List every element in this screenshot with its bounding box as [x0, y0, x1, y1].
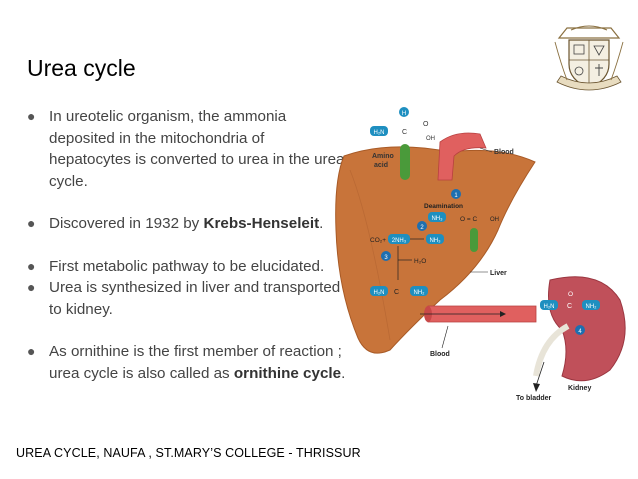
bullet-text: .	[341, 364, 346, 382]
bullet-text: First metabolic pathway to be elucidated…	[49, 257, 325, 275]
blood-vessel-top	[437, 132, 487, 181]
svg-text:2: 2	[420, 225, 424, 231]
svg-text:H: H	[402, 111, 406, 117]
bullet-dot-icon: ●	[27, 279, 36, 295]
svg-text:H₂N: H₂N	[544, 304, 555, 310]
footer-text: UREA CYCLE, NAUFA , ST.MARY’S COLLEGE - …	[16, 446, 361, 460]
bullet-text: Discovered in 1932 by	[49, 215, 204, 232]
liver-shape	[335, 146, 536, 354]
college-crest-logo	[554, 25, 624, 91]
bullet-text: Urea is synthesized in liver and transpo…	[49, 279, 341, 318]
urea-cycle-diagram: H H₂N C O OH Amino acid Blood 1 Deaminat…	[335, 107, 626, 402]
bullet-dot-icon: ●	[27, 215, 36, 231]
bullet-bold-text: Krebs-Henseleit	[203, 215, 320, 232]
svg-text:O = C: O = C	[460, 216, 477, 223]
svg-text:H₂N: H₂N	[374, 130, 385, 136]
bullet-item: ● First metabolic pathway to be elucidate…	[27, 256, 347, 278]
svg-text:H₂N: H₂N	[374, 290, 385, 296]
bullet-item: ● In ureotelic organism, the ammonia depo…	[27, 106, 347, 192]
svg-text:Liver: Liver	[490, 270, 507, 277]
bullet-text: .	[319, 215, 324, 232]
svg-text:C: C	[394, 289, 399, 296]
bullet-item: ● Discovered in 1932 by Krebs-Henseleit.	[27, 213, 347, 235]
amino-acid-capsule-small	[470, 228, 478, 252]
bullet-text: In ureotelic organism, the ammonia depos…	[49, 108, 345, 190]
svg-text:C: C	[402, 129, 407, 136]
svg-text:Blood: Blood	[430, 351, 450, 358]
bullet-dot-icon: ●	[27, 108, 36, 124]
svg-text:NH₃: NH₃	[431, 216, 443, 222]
svg-text:CO₂+: CO₂+	[370, 237, 386, 244]
svg-text:Blood: Blood	[494, 149, 514, 156]
svg-text:O: O	[423, 121, 429, 128]
svg-text:OH: OH	[426, 136, 435, 142]
svg-text:OH: OH	[490, 217, 499, 223]
svg-text:NH₂: NH₂	[414, 290, 426, 296]
slide-title: Urea cycle	[27, 55, 136, 81]
svg-text:NH₂: NH₂	[586, 304, 598, 310]
svg-text:Kidney: Kidney	[568, 385, 591, 392]
bullet-bold-text: ornithine cycle	[233, 364, 342, 382]
svg-text:Deamination: Deamination	[424, 203, 463, 210]
svg-text:3: 3	[384, 255, 388, 261]
bullet-dot-icon: ●	[27, 257, 36, 274]
svg-text:4: 4	[578, 329, 582, 335]
svg-text:O: O	[568, 291, 573, 298]
svg-text:C: C	[567, 303, 572, 310]
svg-text:2NH₃: 2NH₃	[392, 238, 407, 244]
svg-text:NH₃: NH₃	[429, 238, 441, 244]
svg-text:To bladder: To bladder	[516, 395, 552, 402]
bullet-item: ● Urea is synthesized in liver and transp…	[27, 277, 347, 320]
svg-text:acid: acid	[374, 162, 388, 169]
bullet-list: ● In ureotelic organism, the ammonia depo…	[27, 106, 347, 384]
bullet-dot-icon: ●	[27, 343, 36, 359]
amino-acid-capsule	[400, 144, 410, 180]
svg-text:1: 1	[454, 193, 458, 199]
bullet-text: As ornithine is the first member of reac…	[49, 343, 342, 382]
svg-text:H₂O: H₂O	[414, 258, 426, 265]
bullet-item: ● As ornithine is the first member of rea…	[27, 341, 347, 384]
svg-text:Amino: Amino	[372, 153, 394, 160]
